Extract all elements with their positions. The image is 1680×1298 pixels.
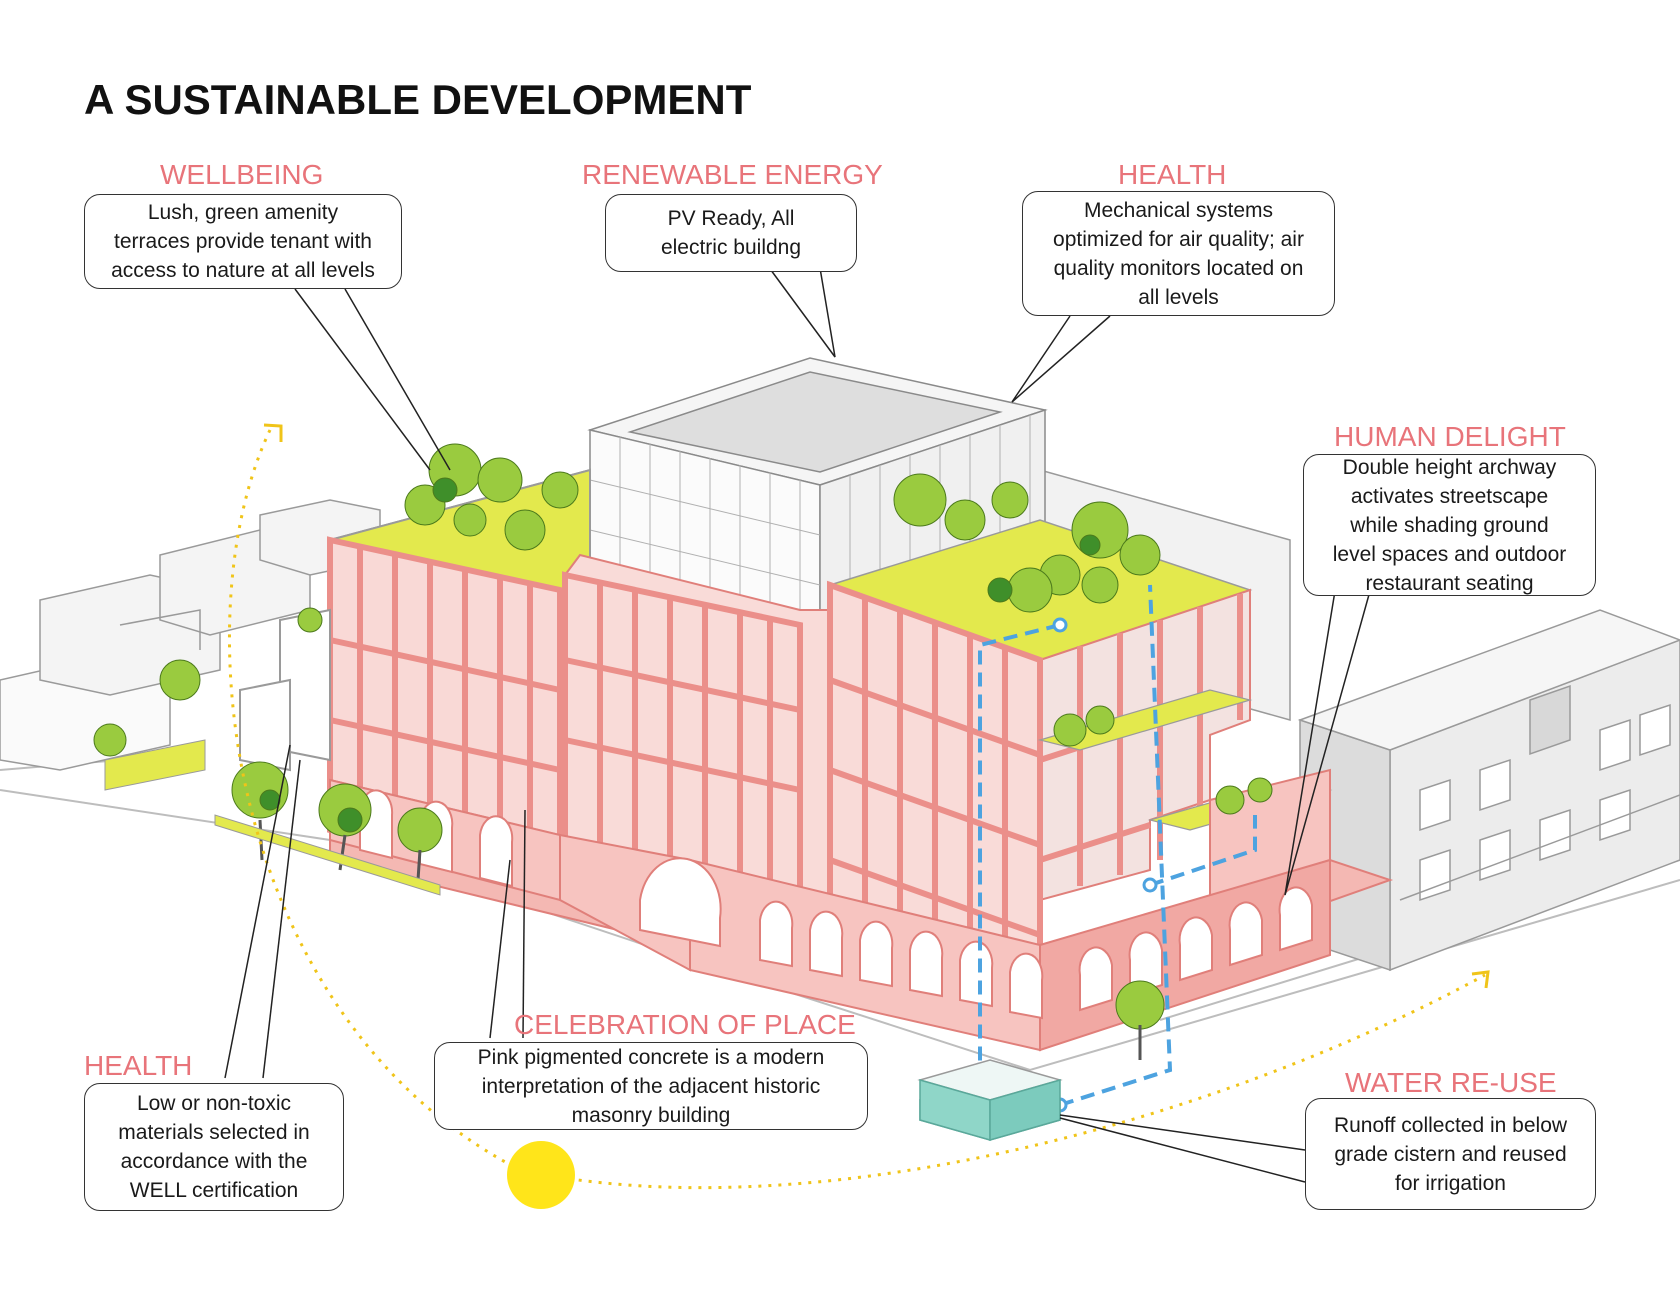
callout-line: Lush, green amenity (147, 201, 339, 224)
callout-line: Runoff collected in below (1333, 1113, 1568, 1137)
arches (359, 789, 1313, 1020)
callout-line: all levels (1138, 285, 1219, 309)
celebration-of-place-heading: CELEBRATION OF PLACE (514, 1009, 856, 1040)
water-piping (978, 584, 1257, 1107)
renewable-energy-callout: PV Ready, All electric buildng (605, 194, 857, 272)
health-top-callout: Mechanical systems optimized for air qual… (1022, 191, 1335, 316)
historic-masonry-building (1297, 609, 1680, 972)
page-title: A SUSTAINABLE DEVELOPMENT (84, 76, 752, 123)
human-delight-heading: HUMAN DELIGHT (1334, 421, 1566, 452)
callout-line: quality monitors located on (1053, 256, 1304, 280)
callout-line: accordance with the (120, 1150, 308, 1173)
callout-line: Low or non-toxic (136, 1092, 292, 1115)
middle-pink-block (562, 553, 831, 904)
callout-line: electric buildng (660, 236, 802, 259)
callout-line: interpretation of the adjacent historic (481, 1074, 821, 1098)
callout-line: PV Ready, All (667, 207, 795, 230)
leader-lines (224, 261, 1371, 1183)
water-reuse-heading: WATER RE-USE (1345, 1067, 1557, 1098)
wellbeing-heading: WELLBEING (160, 159, 324, 190)
callout-line: WELL certification (129, 1179, 299, 1202)
cistern (917, 1059, 1063, 1141)
callout-line: activates streetscape (1350, 484, 1549, 508)
callout-line: while shading ground (1350, 513, 1549, 537)
renewable-energy-heading: RENEWABLE ENERGY (582, 159, 883, 190)
sun-icon (507, 1141, 575, 1209)
left-neighbor-buildings (0, 499, 381, 771)
callout-line: Double height archway (1342, 455, 1557, 479)
human-delight-callout: Double height archway activates streetsca… (1303, 454, 1596, 596)
water-reuse-callout: Runoff collected in below grade cistern a… (1305, 1098, 1596, 1210)
health-bottom-callout: Low or non-toxic materials selected in acc… (84, 1083, 344, 1211)
trees (93, 443, 1273, 1060)
callout-line: optimized for air quality; air (1053, 227, 1304, 251)
callout-line: masonry building (571, 1103, 731, 1127)
callout-line: materials selected in (118, 1121, 310, 1144)
health-top-heading: HEALTH (1118, 159, 1227, 190)
callout-line: access to nature at all levels (111, 259, 375, 282)
callout-line: Mechanical systems (1083, 198, 1274, 222)
sun-path-arrows (263, 423, 1490, 989)
health-bottom-heading: HEALTH (84, 1050, 193, 1081)
callout-line: level spaces and outdoor (1332, 542, 1567, 566)
callout-line: grade cistern and reused (1334, 1142, 1567, 1166)
celebration-of-place-callout: Pink pigmented concrete is a modern inter… (434, 1042, 868, 1130)
wellbeing-callout: Lush, green amenity terraces provide tena… (84, 194, 402, 289)
callout-line: for irrigation (1395, 1171, 1506, 1195)
callout-line: terraces provide tenant with (114, 230, 372, 253)
callout-line: Pink pigmented concrete is a modern (477, 1045, 825, 1069)
callout-line: restaurant seating (1365, 571, 1534, 595)
